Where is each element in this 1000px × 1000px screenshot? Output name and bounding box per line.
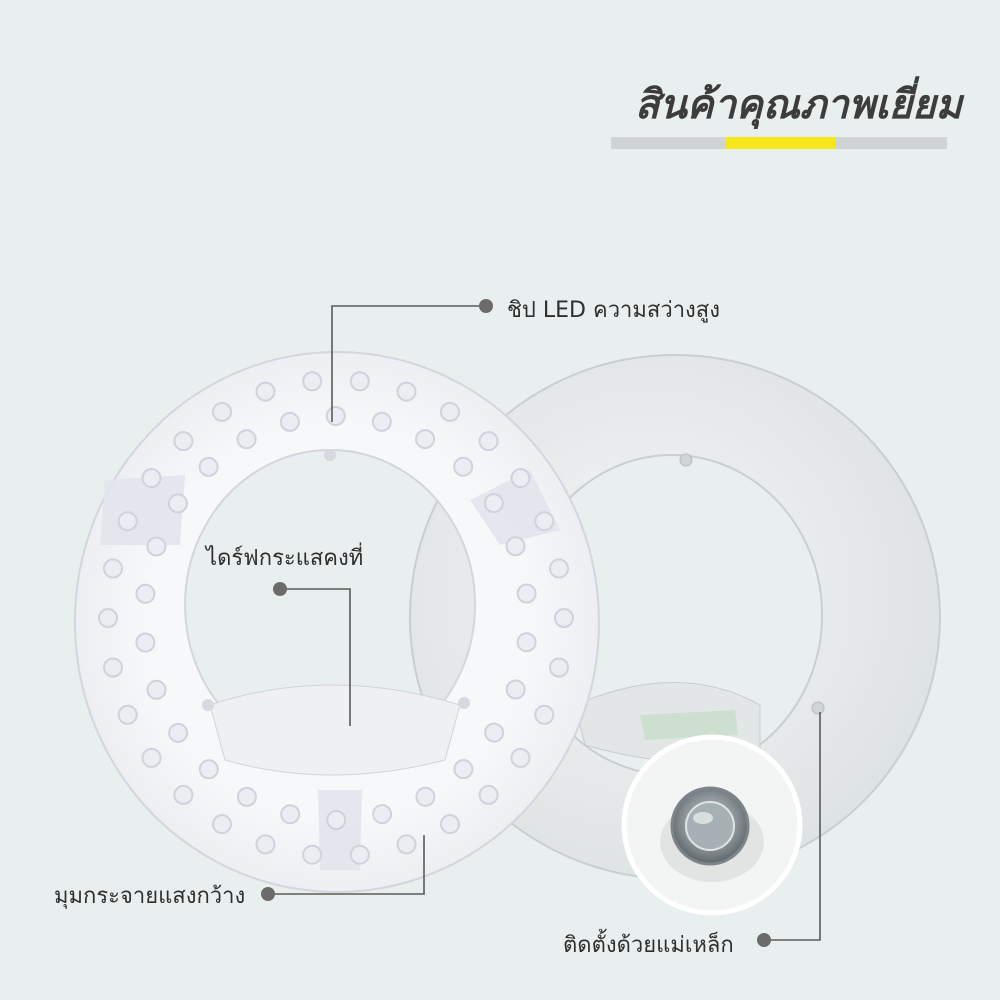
led-chip-icon <box>372 804 393 825</box>
led-chip-icon <box>236 429 257 450</box>
led-chip-icon <box>168 722 189 743</box>
front-led-ring <box>73 351 600 893</box>
led-chip-icon <box>484 722 505 743</box>
led-chip-icon <box>117 704 138 725</box>
magnet-closeup <box>621 734 803 916</box>
led-chip-icon <box>173 431 194 452</box>
led-chip-icon <box>483 493 504 514</box>
led-chip-icon <box>173 784 194 805</box>
led-chip-icon <box>255 381 276 402</box>
led-chip-icon <box>453 456 474 477</box>
led-chip-icon <box>453 759 474 780</box>
title-underline-accent <box>725 137 835 149</box>
led-chip-icon <box>516 632 537 653</box>
led-chip-icon <box>349 844 370 865</box>
led-chip-icon <box>478 431 499 452</box>
callout-lines <box>268 305 821 941</box>
callout-dots <box>261 299 771 947</box>
led-chip-icon <box>146 536 167 557</box>
led-chip-icon <box>279 411 300 432</box>
led-chip-icon <box>505 536 526 557</box>
led-chip-icon <box>516 583 537 604</box>
led-chip-icon <box>534 704 555 725</box>
led-chip-icon <box>349 371 370 392</box>
led-chip-icon <box>549 657 569 678</box>
led-chip-icon <box>302 844 323 865</box>
callout-dot-led <box>479 299 493 313</box>
led-chip-icon <box>141 747 162 768</box>
led-chip-icon <box>415 786 436 807</box>
page-title: สินค้าคุณภาพเยี่ยม <box>635 82 962 128</box>
led-chip-icon <box>371 411 392 432</box>
led-chip-icon <box>255 834 276 855</box>
led-chip-icon <box>396 834 417 855</box>
label-constant-current-driver: ไดร์ฟกระแสคงที่ <box>206 546 364 571</box>
led-chip-icon <box>505 679 526 700</box>
led-chip-icon <box>549 558 569 579</box>
callout-dot-driver <box>273 582 287 596</box>
led-chip-icon <box>135 632 156 653</box>
label-wide-beam-angle: มุมกระจายแสงกว้าง <box>54 884 246 909</box>
led-chip-icon <box>198 759 219 780</box>
led-chip-icon <box>280 804 301 825</box>
led-chip-icon <box>167 493 188 514</box>
led-chip-icon <box>146 679 167 700</box>
led-chip-icon <box>396 381 417 402</box>
led-chip-icon <box>302 371 323 392</box>
led-chip-icon <box>440 814 460 835</box>
led-chip-icon <box>98 608 118 628</box>
led-chip-icon <box>534 511 555 532</box>
led-chip-icon <box>326 810 347 830</box>
led-chip-icon <box>117 511 138 532</box>
led-chip-icon <box>554 608 574 628</box>
label-magnetic-mount: ติดตั้งด้วยแม่เหล็ก <box>563 933 734 958</box>
led-chip-icon <box>135 583 156 604</box>
led-chip-icon <box>212 814 232 835</box>
led-chip-icon <box>510 468 531 489</box>
led-chip-icon <box>510 747 531 768</box>
led-chip-icon <box>103 657 123 678</box>
led-chip-icon <box>415 429 436 450</box>
led-chip-icon <box>236 786 257 807</box>
led-chip-icon <box>440 401 460 422</box>
led-chip-icon <box>212 401 232 422</box>
label-led-chip: ชิป LED ความสว่างสูง <box>507 298 720 323</box>
led-chip-icon <box>103 558 123 579</box>
callout-dot-angle <box>261 887 275 901</box>
callout-dot-magnet <box>757 933 771 947</box>
led-chip-icon <box>141 468 162 489</box>
title-underline <box>611 137 947 149</box>
led-chip-icon <box>478 784 499 805</box>
led-chip-icon <box>325 406 346 426</box>
led-chip-icon <box>198 456 219 477</box>
